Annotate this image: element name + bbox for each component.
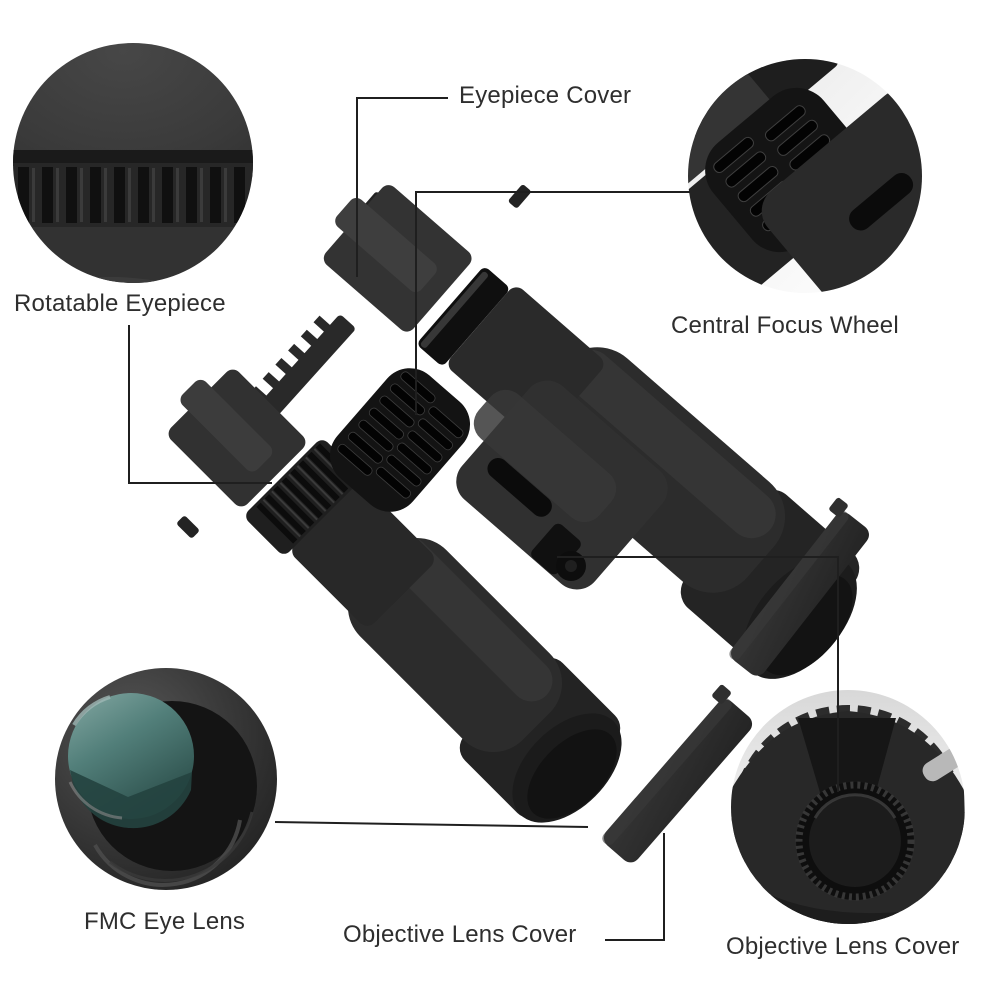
label-eyepiece-cover: Eyepiece Cover [459,82,632,109]
objective-lens-cover-strip-upper [729,497,869,676]
leader-line-central-focus-wheel [415,191,690,415]
label-objective-lens-cover-bottom: Objective Lens Cover [343,921,577,948]
leader-line-fmc-eye-lens [274,821,589,828]
lower-eyepiece-cover-part [168,369,306,507]
lower-barrel [168,369,622,823]
eyepiece-ring [418,268,509,365]
inset-rotatable-eyepiece-photo [13,43,253,283]
objective-lens-cover-strip-lower [602,684,753,863]
label-objective-lens-cover-right: Objective Lens Cover [726,933,960,960]
central-bridge [456,380,668,590]
inset-objective-lens-cover-photo [731,690,965,924]
eyepiece-dome [13,43,253,210]
eyepiece-ridged-ring [13,163,253,227]
eyepiece-cover-part [323,185,472,332]
binoculars-body [168,184,860,823]
inset-fmc-eye-lens-photo [55,668,277,890]
label-central-focus-wheel: Central Focus Wheel [671,312,899,339]
bridge-slot [487,457,552,517]
leader-line-rotatable-eyepiece [128,325,272,484]
leader-line-objective-cover-right [557,556,839,792]
central-focus-wheel-part [329,368,471,512]
leader-line-objective-cover-bottom [605,833,665,941]
objective-cover-cap [795,781,915,901]
strap-lug [508,184,531,208]
label-fmc-eye-lens: FMC Eye Lens [84,908,246,935]
leader-line-eyepiece-cover [356,97,448,277]
strap-lug [177,516,199,538]
label-rotatable-eyepiece: Rotatable Eyepiece [14,290,226,317]
